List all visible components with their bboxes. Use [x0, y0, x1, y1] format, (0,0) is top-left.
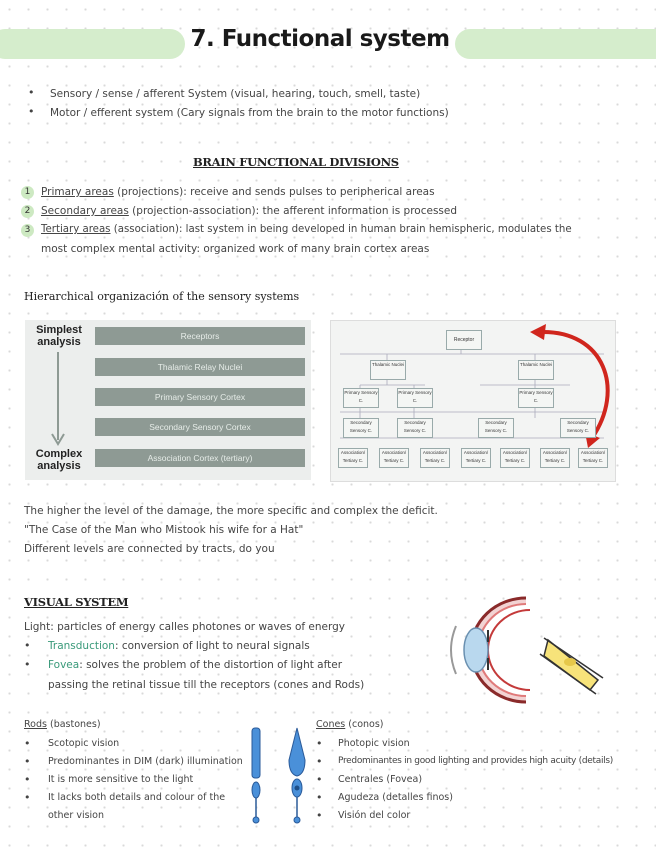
simplest-analysis-label: Simplest analysis [36, 324, 82, 348]
tree-node-secondary-4: Secondary Sensory C. [560, 418, 596, 438]
rods-rest: (bastones) [46, 719, 101, 730]
transduction-text: : conversion of light to neural signals [114, 640, 310, 652]
tree-node-secondary-1: Secondary Sensory C. [343, 418, 379, 438]
tree-node-association-5: Association/ Tertiary C. [500, 448, 530, 468]
damage-line-2: "The Case of the Man who Mistook his wif… [24, 524, 304, 536]
division-text-2: (projection-association): the afferent i… [128, 205, 458, 217]
item-number-3: 3 [21, 224, 34, 237]
division-item-1: Primary areas (projections): receive and… [41, 186, 435, 198]
brain-divisions-heading: BRAIN FUNCTIONAL DIVISIONS [193, 155, 399, 169]
division-term-1: Primary areas [41, 186, 114, 198]
tree-node-association-4: Association/ Tertiary C. [461, 448, 491, 468]
item-number-2: 2 [21, 205, 34, 218]
page-title: 7. Functional system [190, 26, 450, 52]
hierarchy-heading: Hierarchical organización of the sensory… [24, 290, 300, 303]
rods-term: Rods [24, 719, 47, 730]
bullet-dot: • [24, 773, 31, 786]
cones-item-4: Agudeza (detalles finos) [338, 792, 453, 803]
rods-item-4-cont: other vision [48, 810, 105, 821]
bullet-dot: • [24, 755, 31, 768]
bullet-dot: • [24, 639, 31, 652]
cones-rest: (conos) [345, 719, 384, 730]
bullet-dot: • [28, 105, 35, 118]
tree-node-secondary-2: Secondary Sensory C. [397, 418, 433, 438]
division-text-1: (projections): receive and sends pulses … [113, 186, 435, 198]
visual-system-heading: VISUAL SYSTEM [24, 595, 129, 609]
rod-cell-icon [251, 727, 261, 824]
rods-item-1: Scotopic vision [48, 738, 120, 749]
tree-node-association-7: Association/ Tertiary C. [578, 448, 608, 468]
division-text-3: (association): last system in being deve… [110, 224, 572, 235]
cones-item-1: Photopic vision [338, 738, 410, 749]
fovea-bullet-cont: passing the retinal tissue till the rece… [48, 679, 365, 691]
tree-node-secondary-3: Secondary Sensory C. [478, 418, 514, 438]
bullet-dot: • [24, 737, 31, 750]
transduction-term: Transduction [48, 640, 115, 652]
division-item-3-cont: most complex mental activity: organized … [41, 243, 430, 255]
cone-cell-icon [288, 727, 306, 824]
rods-item-4: It lacks both details and colour of the [48, 792, 226, 803]
visual-intro: Light: particles of energy calles photon… [24, 621, 346, 633]
tree-node-association-1: Association/ Tertiary C. [338, 448, 368, 468]
flow-step-primary: Primary Sensory Cortex [95, 388, 305, 406]
tree-node-thalamic-1: Thalamic Nuclei [370, 360, 406, 380]
flow-step-receptors: Receptors [95, 327, 305, 345]
cones-heading: Cones (conos) [316, 719, 384, 730]
tree-node-association-6: Association/ Tertiary C. [540, 448, 570, 468]
division-item-3: Tertiary areas (association): last syste… [41, 224, 572, 235]
division-term-2: Secondary areas [41, 205, 129, 217]
intro-bullet-2: Motor / efferent system (Cary signals fr… [50, 107, 449, 119]
bullet-dot: • [316, 791, 323, 804]
down-arrow-icon [51, 352, 65, 446]
cones-term: Cones [316, 719, 346, 730]
bullet-dot: • [316, 755, 323, 768]
complex-analysis-label: Complex analysis [35, 448, 83, 472]
fovea-text: : solves the problem of the distortion o… [79, 659, 343, 671]
rods-item-2: Predominantes in DIM (dark) illumination [48, 756, 243, 767]
bullet-dot: • [28, 86, 35, 99]
cones-item-3: Centrales (Fovea) [338, 774, 423, 785]
cones-item-5: Visión del color [338, 810, 411, 821]
bullet-dot: • [316, 737, 323, 750]
title-banner-left [0, 29, 185, 59]
tree-node-receptor: Receptor [446, 330, 482, 350]
eye-diagram [450, 596, 604, 704]
tree-node-primary-1: Primary Sensory C. [343, 388, 379, 408]
damage-line-1: The higher the level of the damage, the … [24, 505, 438, 517]
flow-step-association: Association Cortex (tertiary) [95, 449, 305, 467]
item-number-1: 1 [21, 186, 34, 199]
division-term-3: Tertiary areas [41, 224, 111, 235]
flow-step-thalamic: Thalamic Relay Nuclei [95, 358, 305, 376]
division-item-2: Secondary areas (projection-association)… [41, 205, 457, 217]
tree-node-thalamic-2: Thalamic Nuclei [518, 360, 554, 380]
cones-item-2: Predominantes in good lighting and provi… [338, 756, 613, 766]
tree-node-association-3: Association/ Tertiary C. [420, 448, 450, 468]
bullet-dot: • [24, 791, 31, 804]
rods-heading: Rods (bastones) [24, 719, 101, 730]
fovea-bullet: Fovea: solves the problem of the distort… [48, 659, 342, 671]
bullet-dot: • [316, 773, 323, 786]
fovea-term: Fovea [48, 659, 80, 671]
tree-node-association-2: Association/ Tertiary C. [379, 448, 409, 468]
tree-node-primary-3: Primary Sensory C. [518, 388, 554, 408]
bullet-dot: • [24, 658, 31, 671]
transduction-bullet: Transduction: conversion of light to neu… [48, 640, 310, 652]
rods-item-3: It is more sensitive to the light [48, 774, 194, 785]
intro-bullet-1: Sensory / sense / afferent System (visua… [50, 88, 421, 100]
flow-step-secondary: Secondary Sensory Cortex [95, 418, 305, 436]
title-banner-right [455, 29, 656, 59]
damage-line-3: Different levels are connected by tracts… [24, 543, 275, 555]
bullet-dot: • [316, 809, 323, 822]
tree-node-primary-2: Primary Sensory C. [397, 388, 433, 408]
